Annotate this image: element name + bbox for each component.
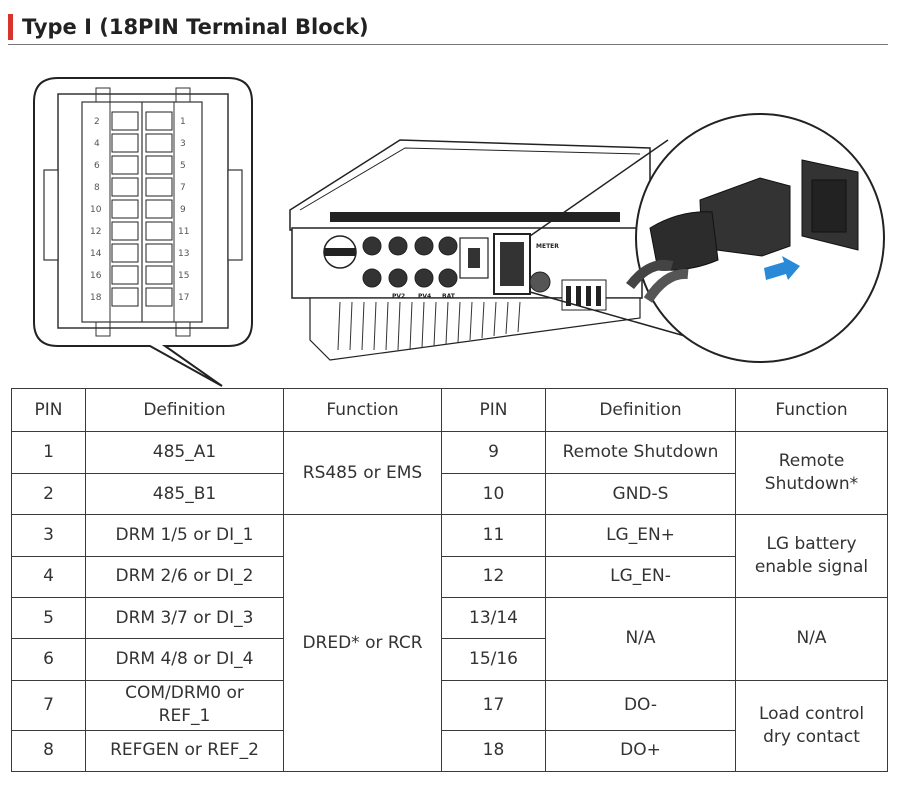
heading-rule xyxy=(8,44,888,45)
block-pin-number: 11 xyxy=(178,227,189,237)
pin-cell: 7 xyxy=(11,679,86,731)
column-header: Function xyxy=(283,387,442,433)
pin-cell: 3 xyxy=(11,514,86,557)
definition-cell: DRM 4/8 or DI_4 xyxy=(85,638,284,681)
table-row: 2 485_B1 10 GND-S xyxy=(11,472,888,516)
table-header-row: PIN Definition Function PIN Definition F… xyxy=(11,387,888,433)
function-cell: RS485 or EMS xyxy=(283,431,442,516)
definition-cell: GND-S xyxy=(545,472,736,516)
terminal-block-callout: 2 4 6 8 10 12 14 16 18 1 3 5 7 9 11 13 1… xyxy=(33,77,253,387)
block-pin-number: 4 xyxy=(94,139,100,149)
function-cell: DRED* or RCR xyxy=(283,514,442,772)
block-pin-number: 3 xyxy=(180,139,186,149)
port-label: METER xyxy=(536,243,559,250)
column-header: PIN xyxy=(11,387,86,433)
block-pin-number: 6 xyxy=(94,161,100,171)
pin-cell: 15/16 xyxy=(441,638,546,681)
pin-cell: 8 xyxy=(11,729,86,773)
definition-cell: 485_B1 xyxy=(85,472,284,516)
page-title: Type I (18PIN Terminal Block) xyxy=(22,15,369,39)
function-cell: N/A xyxy=(735,596,888,681)
pin-cell: 9 xyxy=(441,431,546,474)
table-row: 6 DRM 4/8 or DI_4 15/16 xyxy=(11,638,888,681)
function-line: dry contact xyxy=(763,726,860,747)
pin-cell: 2 xyxy=(11,472,86,516)
block-pin-number: 16 xyxy=(90,271,102,281)
table-row: 4 DRM 2/6 or DI_2 12 LG_EN- xyxy=(11,555,888,598)
pin-cell: 13/14 xyxy=(441,596,546,640)
function-line: LG battery xyxy=(766,534,857,555)
table-row: 3 DRM 1/5 or DI_1 DRED* or RCR 11 LG_EN+… xyxy=(11,514,888,772)
definition-cell: N/A xyxy=(545,596,736,681)
block-pin-number: 14 xyxy=(90,249,102,259)
block-pin-number: 18 xyxy=(90,293,102,303)
table-row: 5 DRM 3/7 or DI_3 13/14 N/A N/A xyxy=(11,596,888,681)
pin-cell: 11 xyxy=(441,514,546,557)
pin-cell: 10 xyxy=(441,472,546,516)
pin-cell: 6 xyxy=(11,638,86,681)
block-pin-number: 9 xyxy=(180,205,186,215)
pin-definition-table: PIN Definition Function PIN Definition F… xyxy=(11,387,888,773)
definition-cell: REFGEN or REF_2 xyxy=(85,729,284,773)
definition-cell: DRM 3/7 or DI_3 xyxy=(85,596,284,640)
column-header: Definition xyxy=(85,387,284,433)
inverter-terminal-illustration: 2 4 6 8 10 12 14 16 18 1 3 5 7 9 11 13 1… xyxy=(33,77,885,387)
definition-cell: Remote Shutdown xyxy=(545,431,736,474)
definition-cell: DRM 1/5 or DI_1 xyxy=(85,514,284,557)
definition-cell: DO+ xyxy=(545,729,736,773)
block-pin-number: 12 xyxy=(90,227,101,237)
block-pin-number: 13 xyxy=(178,249,189,259)
column-header: Function xyxy=(735,387,888,433)
function-cell: Remote Shutdown* xyxy=(735,431,888,516)
table-row: 1 485_A1 RS485 or EMS 9 Remote Shutdown … xyxy=(11,431,888,516)
function-line: Load control xyxy=(758,703,865,724)
pin-cell: 12 xyxy=(441,555,546,598)
definition-cell: LG_EN+ xyxy=(545,514,736,557)
connector-zoom xyxy=(529,113,885,363)
pin-cell: 1 xyxy=(11,431,86,474)
definition-cell: DO- xyxy=(545,679,736,731)
block-pin-number: 15 xyxy=(178,271,189,281)
port-label: BAT xyxy=(442,293,456,300)
definition-cell: COM/DRM0 or REF_1 xyxy=(85,679,284,731)
definition-cell: 485_A1 xyxy=(85,431,284,474)
insert-arrow-icon xyxy=(764,256,800,280)
column-header: Definition xyxy=(545,387,736,433)
block-pin-number: 5 xyxy=(180,161,186,171)
function-line: Shutdown* xyxy=(764,474,859,495)
block-pin-number: 10 xyxy=(90,205,102,215)
block-pin-number: 1 xyxy=(180,117,186,127)
column-header: PIN xyxy=(441,387,546,433)
port-label: PV2 xyxy=(392,293,405,300)
pin-cell: 17 xyxy=(441,679,546,731)
inverter-body xyxy=(289,139,651,361)
table-row: 7 COM/DRM0 or REF_1 17 DO- Load control … xyxy=(11,679,888,773)
pin-cell: 18 xyxy=(441,729,546,773)
definition-cell: DRM 2/6 or DI_2 xyxy=(85,555,284,598)
heading-accent-bar xyxy=(8,14,13,40)
block-pin-number: 17 xyxy=(178,293,189,303)
port-label: PV4 xyxy=(418,293,431,300)
block-pin-number: 8 xyxy=(94,183,100,193)
pin-cell: 5 xyxy=(11,596,86,640)
function-cell: LG battery enable signal xyxy=(735,514,888,598)
function-line: Remote xyxy=(778,451,845,472)
definition-cell: LG_EN- xyxy=(545,555,736,598)
section-heading: Type I (18PIN Terminal Block) xyxy=(8,10,888,46)
function-cell: Load control dry contact xyxy=(735,679,888,773)
table-row: 8 REFGEN or REF_2 18 DO+ xyxy=(11,729,888,773)
function-line: enable signal xyxy=(754,557,869,578)
pin-cell: 4 xyxy=(11,555,86,598)
block-pin-number: 7 xyxy=(180,183,186,193)
block-pin-number: 2 xyxy=(94,117,100,127)
definition-line: REF_1 xyxy=(158,706,211,727)
definition-line: COM/DRM0 or xyxy=(125,683,244,704)
